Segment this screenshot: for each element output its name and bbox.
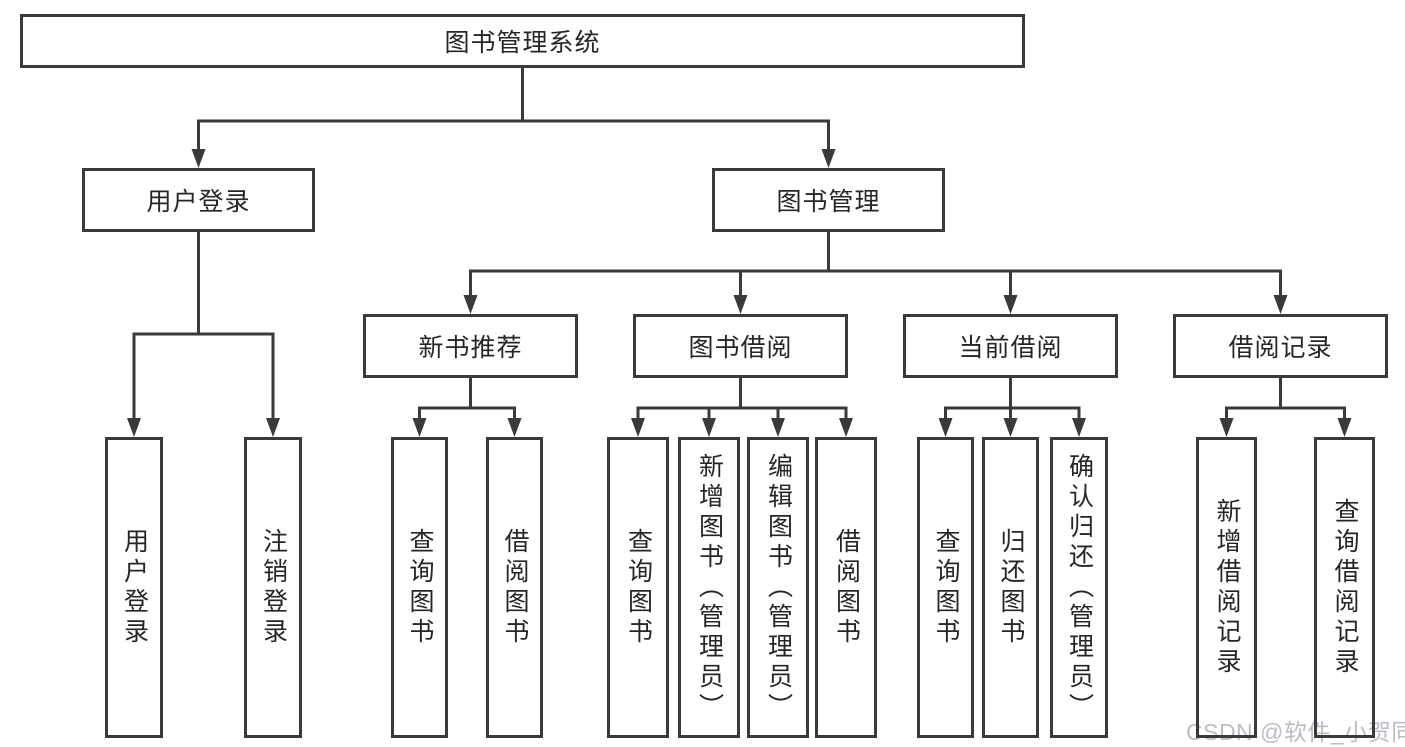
leaf-borrow-edit-books-admin-label: 编辑图书（管理员） — [764, 452, 793, 723]
node-current-borrowing: 当前借阅 — [903, 314, 1118, 378]
leaf-borrow-add-books-admin: 新增图书（管理员） — [678, 437, 740, 738]
node-new-book-recommend: 新书推荐 — [363, 314, 578, 378]
leaf-current-query-books: 查询图书 — [917, 437, 974, 738]
arrow-down-icon — [507, 418, 522, 437]
connector-current-children — [944, 374, 1081, 427]
leaf-borrow-borrow-books-label: 借阅图书 — [832, 527, 861, 648]
leaf-records-add-record-label: 新增借阅记录 — [1213, 497, 1241, 678]
arrow-down-icon — [463, 295, 478, 314]
arrow-down-icon — [1003, 418, 1018, 437]
arrow-down-icon — [702, 418, 716, 437]
leaf-logout-label: 注销登录 — [259, 527, 288, 648]
arrow-down-icon — [191, 149, 206, 168]
arrow-down-icon — [1337, 418, 1352, 437]
node-borrowing-records-label: 借阅记录 — [1228, 334, 1333, 362]
node-book-borrowing: 图书借阅 — [633, 314, 848, 378]
node-user-login: 用户登录 — [82, 168, 315, 232]
leaf-recommend-borrow-books: 借阅图书 — [486, 437, 543, 738]
node-new-book-recommend-label: 新书推荐 — [418, 334, 523, 362]
leaf-recommend-query-books-label: 查询图书 — [406, 527, 434, 648]
arrow-down-icon — [771, 418, 785, 437]
connector-recommend-children — [418, 374, 516, 427]
arrow-down-icon — [733, 295, 748, 314]
arrow-down-icon — [1273, 295, 1288, 314]
leaf-records-add-record: 新增借阅记录 — [1196, 437, 1257, 738]
connector-book-management-children — [469, 228, 1282, 304]
node-root: 图书管理系统 — [20, 14, 1025, 68]
leaf-borrow-query-books-label: 查询图书 — [624, 527, 653, 648]
leaf-user-login-label: 用户登录 — [120, 527, 149, 648]
leaf-borrow-query-books: 查询图书 — [607, 437, 669, 738]
leaf-current-confirm-return-admin-label: 确认归还（管理员） — [1065, 452, 1094, 723]
connector-root-to-level2 — [197, 64, 830, 158]
arrow-down-icon — [127, 418, 141, 437]
arrow-down-icon — [1219, 418, 1234, 437]
connector-borrowing-children — [636, 374, 848, 427]
arrow-down-icon — [266, 418, 280, 437]
node-borrowing-records: 借阅记录 — [1173, 314, 1388, 378]
leaf-logout: 注销登录 — [244, 437, 302, 738]
node-book-management: 图书管理 — [712, 168, 945, 232]
arrow-down-icon — [938, 418, 953, 437]
leaf-borrow-edit-books-admin: 编辑图书（管理员） — [747, 437, 809, 738]
node-book-management-label: 图书管理 — [776, 188, 881, 216]
leaf-current-return-books-label: 归还图书 — [997, 527, 1025, 648]
leaf-recommend-borrow-books-label: 借阅图书 — [501, 527, 529, 648]
connector-records-children — [1225, 374, 1346, 427]
arrow-down-icon — [412, 418, 427, 437]
node-root-label: 图书管理系统 — [444, 29, 601, 57]
leaf-records-query-record: 查询借阅记录 — [1314, 437, 1375, 738]
node-current-borrowing-label: 当前借阅 — [958, 334, 1063, 362]
node-book-borrowing-label: 图书借阅 — [688, 334, 793, 362]
leaf-borrow-add-books-admin-label: 新增图书（管理员） — [695, 452, 724, 723]
leaf-records-query-record-label: 查询借阅记录 — [1331, 497, 1359, 678]
arrow-down-icon — [821, 149, 836, 168]
node-user-login-label: 用户登录 — [146, 188, 251, 216]
arrow-down-icon — [1003, 295, 1018, 314]
csdn-watermark: CSDN @软件_小贺同学 — [1186, 719, 1405, 745]
arrow-down-icon — [839, 418, 853, 437]
leaf-recommend-query-books: 查询图书 — [391, 437, 448, 738]
leaf-current-return-books: 归还图书 — [982, 437, 1039, 738]
connector-user-login-children — [132, 228, 275, 427]
arrow-down-icon — [631, 418, 645, 437]
leaf-user-login: 用户登录 — [105, 437, 163, 738]
leaf-current-query-books-label: 查询图书 — [932, 527, 960, 648]
leaf-borrow-borrow-books: 借阅图书 — [815, 437, 877, 738]
arrow-down-icon — [1072, 418, 1086, 437]
leaf-current-confirm-return-admin: 确认归还（管理员） — [1050, 437, 1108, 738]
